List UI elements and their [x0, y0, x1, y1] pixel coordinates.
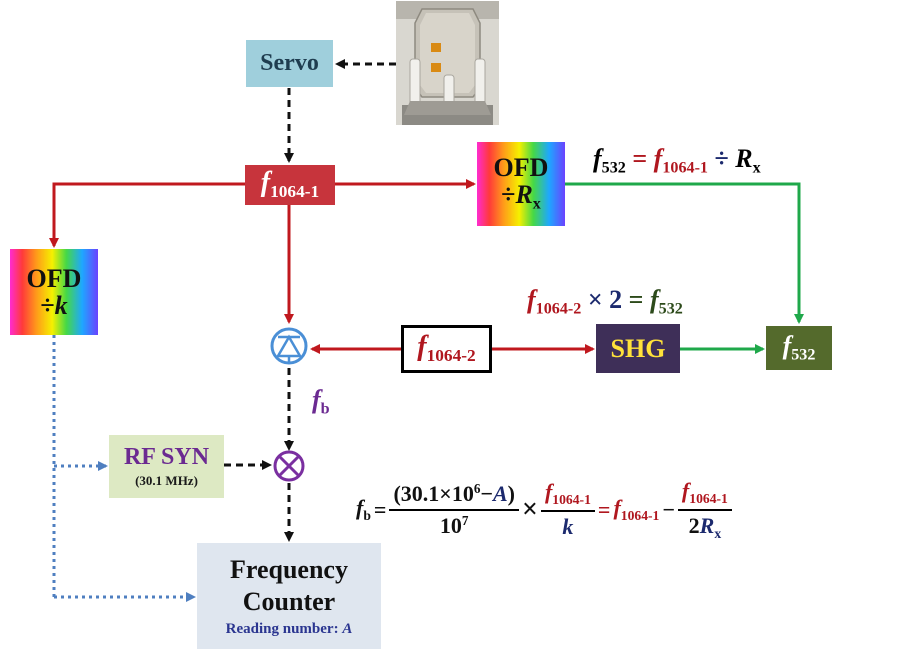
- f532-block: f532: [766, 326, 832, 370]
- formula-lhs: fb: [356, 495, 371, 524]
- f1064-2-symbol: f1064-2: [417, 331, 476, 366]
- ofd-k-title: OFD: [26, 263, 82, 293]
- mixer-icon: [273, 450, 305, 482]
- beat-frequency-formula: fb = (30.1×106−A) 107 × f1064-1 k = f106…: [356, 478, 732, 542]
- ofd-rx-title: OFD: [493, 153, 549, 183]
- ofd-k-block: OFD ÷k: [10, 249, 98, 335]
- arrow-ofd-rx-to-f532: [565, 182, 804, 324]
- shg-label: SHG: [610, 333, 666, 363]
- formula-fraction-2: f1064-1 k: [540, 479, 595, 540]
- counter-title-1: Frequency: [230, 555, 348, 585]
- servo-label: Servo: [260, 50, 319, 76]
- counter-title-2: Counter: [242, 586, 336, 616]
- frequency-counter-block: Frequency Counter Reading number: A: [197, 543, 381, 649]
- arrow-f1064-1-to-ofd-k: [49, 182, 245, 248]
- formula-fraction-1: (30.1×106−A) 107: [389, 481, 519, 539]
- rf-syn-title: RF SYN: [123, 444, 210, 470]
- ofd-k-divisor: ÷k: [40, 291, 68, 320]
- eq-f532-label: f532 = f1064-1 ÷ Rx: [593, 144, 761, 177]
- f1064-1-block: f1064-1: [245, 165, 335, 205]
- f532-symbol: f532: [782, 331, 816, 364]
- rf-syn-frequency: (30.1 MHz): [135, 473, 198, 488]
- f1064-1-symbol: f1064-1: [260, 167, 320, 202]
- shg-block: SHG: [596, 324, 680, 373]
- ofd-rx-divisor: ÷Rx: [501, 180, 541, 213]
- servo-block: Servo: [246, 40, 333, 87]
- counter-reading: Reading number: A: [225, 620, 353, 637]
- f1064-2-block: f1064-2: [401, 325, 492, 373]
- formula-fraction-3: f1064-1 2Rx: [677, 478, 732, 542]
- optical-cavity-photo: [396, 1, 499, 125]
- fb-label: fb: [312, 385, 330, 418]
- rf-syn-block: RF SYN (30.1 MHz): [109, 435, 224, 498]
- eq-shg-label: f1064-2 × 2 = f532: [527, 285, 683, 318]
- ofd-rx-block: OFD ÷Rx: [477, 142, 565, 226]
- formula-f1064-1: f1064-1: [613, 495, 660, 524]
- photodetector-icon: [270, 327, 308, 365]
